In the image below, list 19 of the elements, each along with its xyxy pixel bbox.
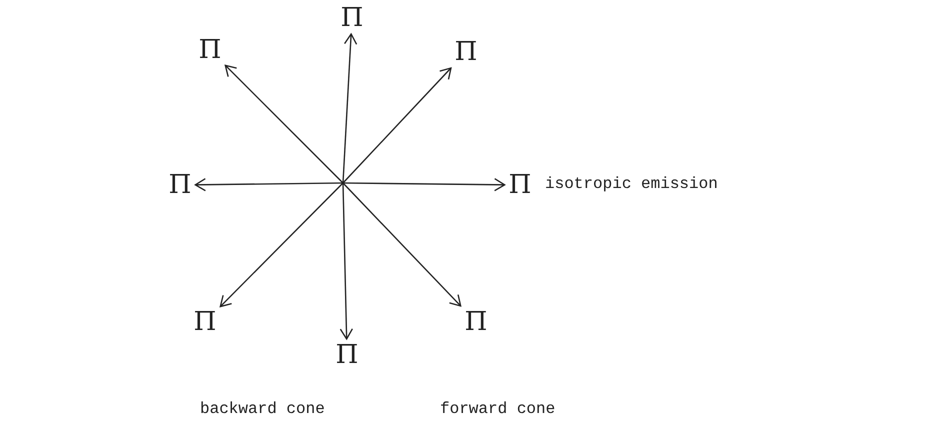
caption-text: backward cone (200, 400, 325, 418)
particle-label: Π (192, 309, 218, 335)
particle-label: Π (334, 342, 360, 368)
caption-text: isotropic emission (545, 175, 718, 193)
arrow (343, 178, 506, 192)
particle-label: Π (454, 39, 478, 65)
arrow (340, 182, 354, 340)
arrow (224, 64, 344, 184)
arrow (342, 67, 452, 184)
particle-label: Π (464, 309, 488, 335)
arrow (194, 178, 343, 192)
particle-label: Π (340, 5, 364, 31)
arrow (342, 182, 462, 307)
arrow (342, 33, 358, 184)
particle-label: Π (198, 37, 222, 63)
particle-label: Π (168, 172, 192, 198)
arrow (220, 182, 344, 308)
caption-text: forward cone (440, 400, 556, 418)
particle-label: Π (508, 172, 532, 198)
